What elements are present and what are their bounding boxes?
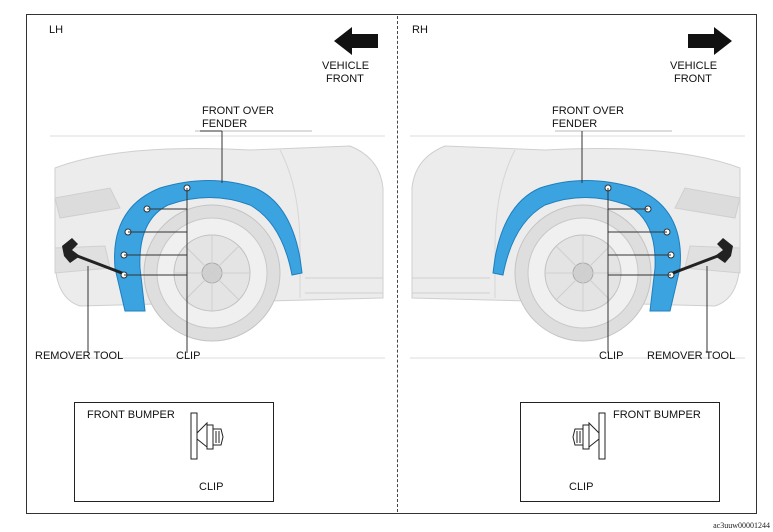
side-label-rh: RH [412,24,428,36]
side-label-lh: LH [49,24,64,36]
rh-detail-inset: FRONT BUMPER CLIP [520,402,720,502]
remover-tool-label-lh: REMOVER TOOL [35,350,124,362]
lh-detail-inset: FRONT BUMPER CLIP [74,402,274,502]
vehicle-front-arrow-left-icon [334,27,378,55]
fender-label-lh-2: FENDER [202,118,248,130]
inset-clip-label-rh: CLIP [569,481,594,493]
lh-clip-detail-icon [190,412,224,460]
clip-label-rh: CLIP [599,350,624,362]
front-bumper-label-rh: FRONT BUMPER [613,409,701,421]
clip-label-lh: CLIP [176,350,201,362]
vehicle-front-arrow-right-icon [688,27,732,55]
fender-label-rh-2: FENDER [552,118,598,130]
inset-clip-label-lh: CLIP [199,481,224,493]
figure-code: ac3uuw00001244 [713,521,770,530]
vehicle-front-label-rh-1: VEHICLE [670,60,718,72]
vehicle-front-label-lh-1: VEHICLE [322,60,370,72]
fender-label-rh-1: FRONT OVER [552,105,624,117]
front-bumper-label-lh: FRONT BUMPER [87,409,175,421]
vehicle-front-label-rh-2: FRONT [674,73,712,85]
fender-label-lh-1: FRONT OVER [202,105,274,117]
lh-car-illustration [50,130,385,359]
center-divider [397,16,398,512]
rh-car-illustration [410,130,745,359]
rh-clip-detail-icon [572,412,606,460]
diagram-frame [26,14,757,514]
remover-tool-label-rh: REMOVER TOOL [647,350,736,362]
vehicle-front-label-lh-2: FRONT [326,73,364,85]
